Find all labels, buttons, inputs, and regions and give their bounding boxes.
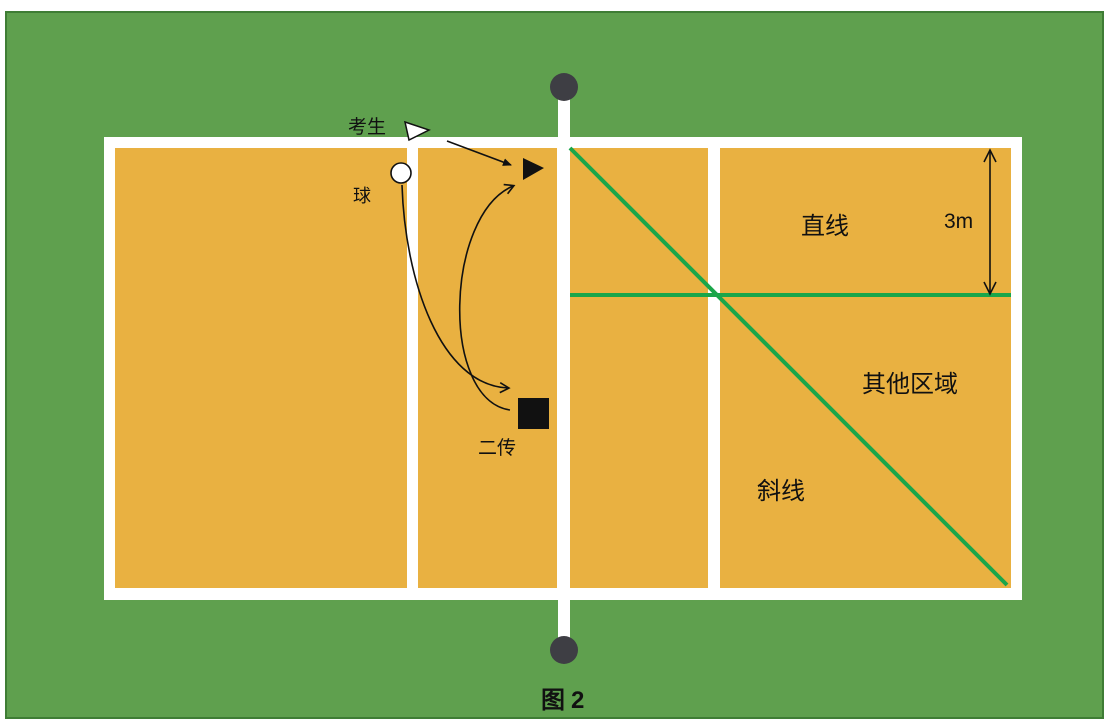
figure-caption-prefix: 图	[541, 685, 565, 714]
figure-caption: 图 2	[541, 680, 584, 715]
examinee-move-arrow	[446, 140, 512, 166]
court-zone-left-front	[418, 148, 557, 588]
court-zone-right-front	[570, 148, 708, 588]
net-post-bottom	[550, 636, 578, 664]
court-zone-right-back	[720, 148, 1011, 588]
ball-icon	[390, 162, 412, 184]
net-line	[558, 88, 570, 648]
other-area-label: 其他区域	[862, 370, 958, 398]
setter-label: 二传	[478, 437, 517, 459]
setter-marker-icon	[518, 398, 549, 429]
diagonal-zone-label: 斜线	[757, 477, 805, 505]
figure-caption-number: 2	[571, 687, 585, 714]
attack-position-marker-icon	[523, 158, 544, 180]
examinee-label: 考生	[348, 116, 387, 138]
set-arrow	[458, 183, 516, 411]
examinee-marker-icon	[403, 120, 431, 142]
net-post-top	[550, 73, 578, 101]
distance-label: 3m	[944, 210, 974, 233]
distance-arrow-bottom-head	[983, 281, 997, 296]
diagonal-zone-line	[568, 146, 1009, 587]
distance-arrow-top-head	[983, 148, 997, 163]
straight-zone-label: 直线	[801, 212, 849, 240]
ball-pass-arrow	[401, 184, 511, 394]
court-zone-left-back	[115, 148, 407, 588]
ball-label: 球	[353, 186, 371, 207]
